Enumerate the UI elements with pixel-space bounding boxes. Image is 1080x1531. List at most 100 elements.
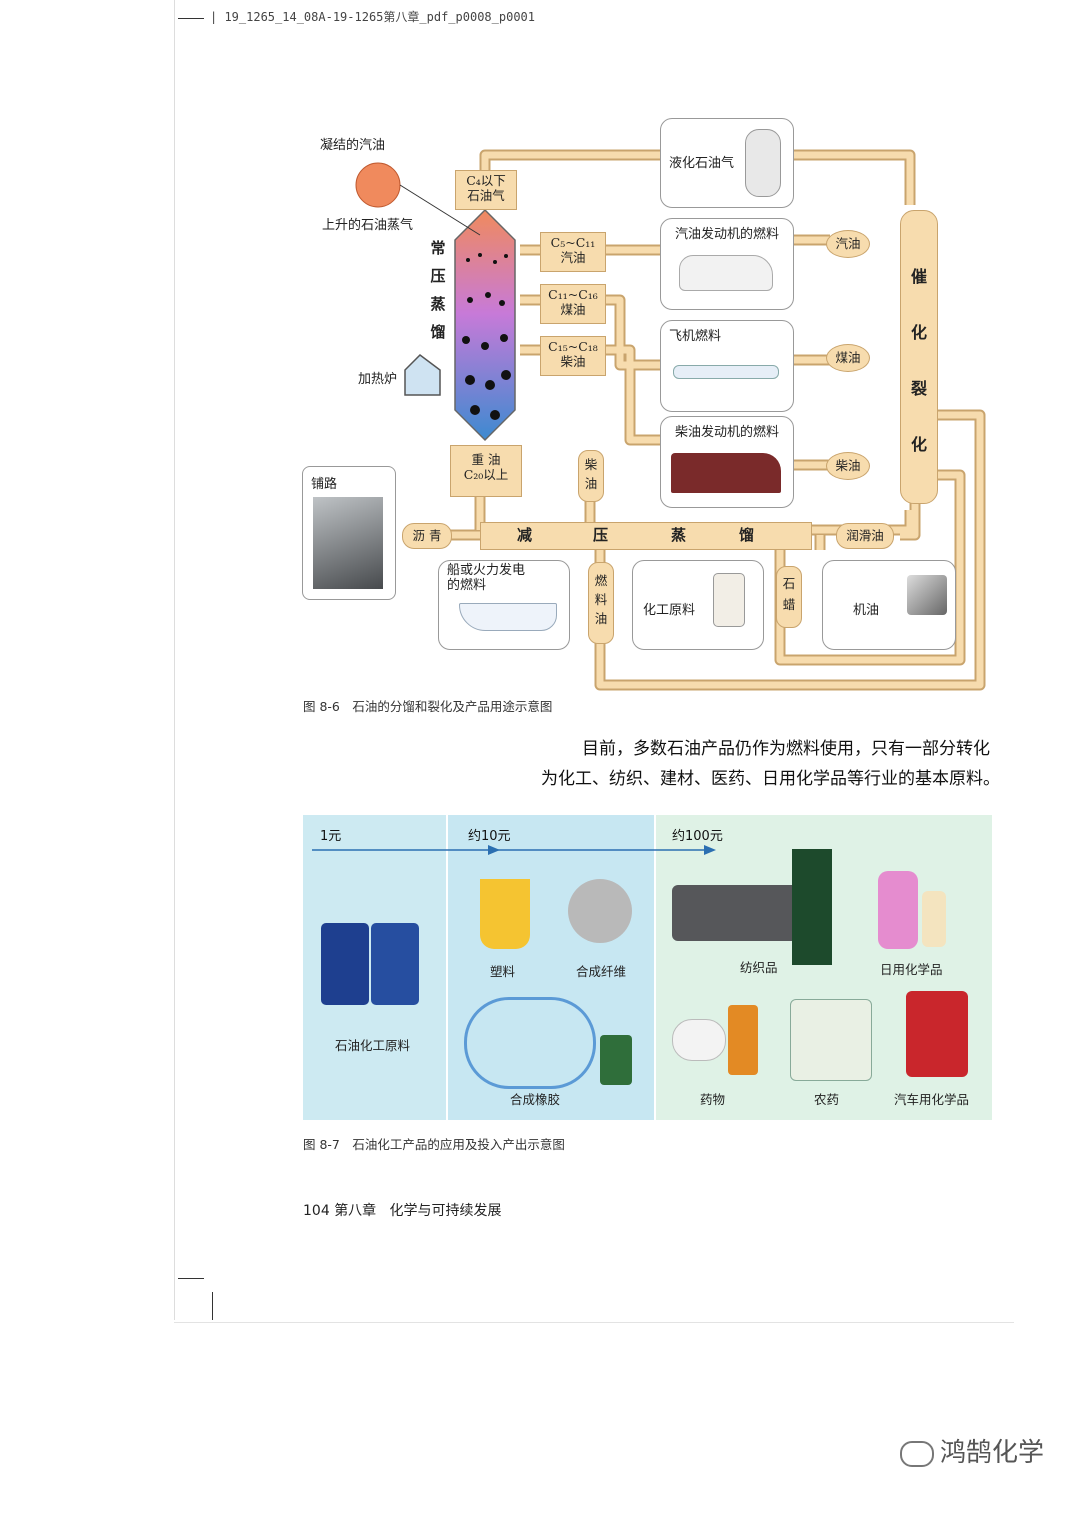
paraffin-char-2: 蜡 bbox=[782, 597, 796, 612]
price-10-yuan: 约10元 bbox=[468, 829, 511, 844]
heavy-oil-formula: C₂₀以上 bbox=[463, 467, 509, 482]
diesel-vertical-box: 柴 油 bbox=[578, 450, 604, 502]
crop-mark-top bbox=[178, 18, 204, 19]
lubricant-oval: 润滑油 bbox=[836, 523, 894, 549]
paving-label: 铺路 bbox=[311, 477, 338, 492]
atmospheric-distillation-label: 常 压 蒸 馏 bbox=[429, 234, 447, 346]
c15-name: 柴油 bbox=[560, 354, 586, 369]
jet-fuel-label: 飞机燃料 bbox=[669, 329, 722, 344]
gasoline-engine-label: 汽油发动机的燃料 bbox=[675, 227, 780, 242]
chapter-number: 第八章 bbox=[334, 1203, 377, 1219]
road-image bbox=[313, 497, 383, 589]
ship-fuel-line1: 船或火力发电 bbox=[447, 563, 526, 578]
car-icon bbox=[679, 255, 773, 291]
crop-mark-bottom bbox=[178, 1278, 204, 1279]
cracking-char-1: 催 bbox=[910, 267, 927, 286]
shampoo-bottle-icon bbox=[922, 891, 946, 947]
vacuum-char-3: 蒸 bbox=[671, 526, 687, 544]
figure-8-6-caption: 图 8-6 石油的分馏和裂化及产品用途示意图 bbox=[303, 699, 553, 714]
heavy-oil-name: 重 油 bbox=[471, 452, 501, 467]
panel-intermediate: 塑料 合成纤维 合成橡胶 bbox=[448, 815, 654, 1120]
price-arrow bbox=[312, 845, 716, 855]
distillation-diagram: 凝结的汽油 上升的石油蒸气 加热炉 常 压 蒸 馏 C₄以下 石油气 C₅~C₁… bbox=[290, 110, 1000, 700]
kerosene-oval: 煤油 bbox=[826, 344, 870, 372]
wechat-icon bbox=[900, 1440, 934, 1467]
plastic-label: 塑料 bbox=[490, 964, 516, 979]
pesticide-label: 农药 bbox=[814, 1092, 840, 1107]
gasoline-engine-box: 汽油发动机的燃料 bbox=[660, 218, 794, 310]
price-100-yuan: 约100元 bbox=[672, 829, 723, 844]
curtain-icon bbox=[792, 849, 832, 965]
sofa-icon bbox=[672, 885, 806, 941]
c15-formula: C₁₅~C₁₈ bbox=[548, 339, 598, 354]
daily-chemical-label: 日用化学品 bbox=[880, 962, 943, 977]
rubber-boots-icon bbox=[600, 1035, 632, 1085]
header-marks: | bbox=[210, 10, 225, 24]
rubber-label: 合成橡胶 bbox=[510, 1092, 561, 1107]
reagent-bottle-icon bbox=[713, 573, 745, 627]
c11-fraction-box: C₁₁~C₁₆ 煤油 bbox=[540, 284, 606, 324]
crop-mark-bottom-v bbox=[212, 1292, 213, 1320]
bucket-icon bbox=[480, 879, 530, 949]
c5-fraction-box: C₅~C₁₁ 汽油 bbox=[540, 232, 606, 272]
heavy-oil-box: 重 油 C₂₀以上 bbox=[450, 445, 522, 497]
column-char-2: 压 bbox=[430, 267, 446, 285]
cracking-char-2: 化 bbox=[910, 323, 927, 342]
page-footer: 104 第八章 化学与可持续发展 bbox=[303, 1200, 502, 1220]
page-number: 104 bbox=[303, 1203, 330, 1219]
c15-fraction-box: C₁₅~C₁₈ 柴油 bbox=[540, 336, 606, 376]
paragraph-line2: 为化工、纺织、建材、医药、日用化学品等行业的基本原料。 bbox=[541, 769, 1000, 789]
medicine-label: 药物 bbox=[700, 1092, 726, 1107]
engine-oil-label: 机油 bbox=[853, 603, 880, 618]
watermark-text: 鸿鹄化学 bbox=[940, 1438, 1045, 1468]
pesticide-bottles-icon bbox=[790, 999, 872, 1081]
train-icon bbox=[671, 453, 781, 493]
vacuum-distillation-bar: 减 压 蒸 馏 bbox=[480, 522, 812, 550]
diesel-engine-box: 柴油发动机的燃料 bbox=[660, 416, 794, 508]
c5-formula: C₅~C₁₁ bbox=[550, 235, 596, 250]
fuel-oil-char-2: 料 bbox=[594, 592, 608, 607]
paraffin-char-1: 石 bbox=[782, 576, 796, 591]
raw-material-label: 石油化工原料 bbox=[335, 1038, 411, 1053]
c11-formula: C₁₁~C₁₆ bbox=[548, 287, 598, 302]
ship-fuel-box: 船或火力发电 的燃料 bbox=[438, 560, 570, 650]
chemical-raw-label: 化工原料 bbox=[643, 603, 696, 618]
pills-icon bbox=[672, 1019, 726, 1061]
ship-icon bbox=[459, 603, 557, 631]
rising-vapor-label: 上升的石油蒸气 bbox=[322, 218, 414, 233]
asphalt-oval: 沥 青 bbox=[402, 523, 452, 549]
header-filename: 19_1265_14_08A-19-1265第八章_pdf_p0008_p000… bbox=[224, 10, 535, 24]
heater-shape bbox=[404, 354, 441, 396]
gasoline-oval: 汽油 bbox=[826, 230, 870, 258]
engine-oil-box: 机油 bbox=[822, 560, 956, 650]
lpg-box: 液化石油气 bbox=[660, 118, 794, 208]
fuel-oil-char-3: 油 bbox=[594, 611, 608, 626]
c4-name: 石油气 bbox=[467, 188, 505, 203]
panel-final-products: 纺织品 日用化学品 药物 农药 汽车用化学品 bbox=[656, 815, 992, 1120]
lpg-label: 液化石油气 bbox=[669, 156, 735, 171]
panel-raw-material: 石油化工原料 bbox=[303, 815, 446, 1120]
condensed-gasoline-label: 凝结的汽油 bbox=[320, 138, 386, 153]
price-1-yuan: 1元 bbox=[320, 829, 342, 844]
fuel-oil-box: 燃 料 油 bbox=[588, 562, 614, 644]
c4-formula: C₄以下 bbox=[466, 173, 506, 188]
diesel-v-char-1: 柴 bbox=[584, 457, 598, 472]
diesel-engine-label: 柴油发动机的燃料 bbox=[675, 425, 780, 440]
engine-oil-jug-icon bbox=[906, 991, 968, 1077]
fuel-oil-char-1: 燃 bbox=[594, 573, 608, 588]
catalytic-cracking-box: 催 化 裂 化 bbox=[900, 210, 938, 504]
chapter-title: 化学与可持续发展 bbox=[389, 1203, 502, 1219]
column-char-3: 蒸 bbox=[430, 295, 446, 313]
barrel-icon-1 bbox=[321, 923, 369, 1005]
gas-cylinder-icon bbox=[745, 129, 781, 197]
c11-name: 煤油 bbox=[560, 302, 586, 317]
file-header: | 19_1265_14_08A-19-1265第八章_pdf_p0008_p0… bbox=[210, 8, 535, 25]
diesel-v-char-2: 油 bbox=[584, 476, 598, 491]
diesel-oval: 柴油 bbox=[826, 452, 870, 480]
vacuum-char-1: 减 bbox=[517, 526, 533, 544]
c5-name: 汽油 bbox=[560, 250, 586, 265]
jet-fuel-box: 飞机燃料 bbox=[660, 320, 794, 412]
textile-label: 纺织品 bbox=[740, 960, 778, 975]
column-char-4: 馏 bbox=[430, 323, 446, 341]
cracking-char-4: 化 bbox=[910, 435, 927, 454]
